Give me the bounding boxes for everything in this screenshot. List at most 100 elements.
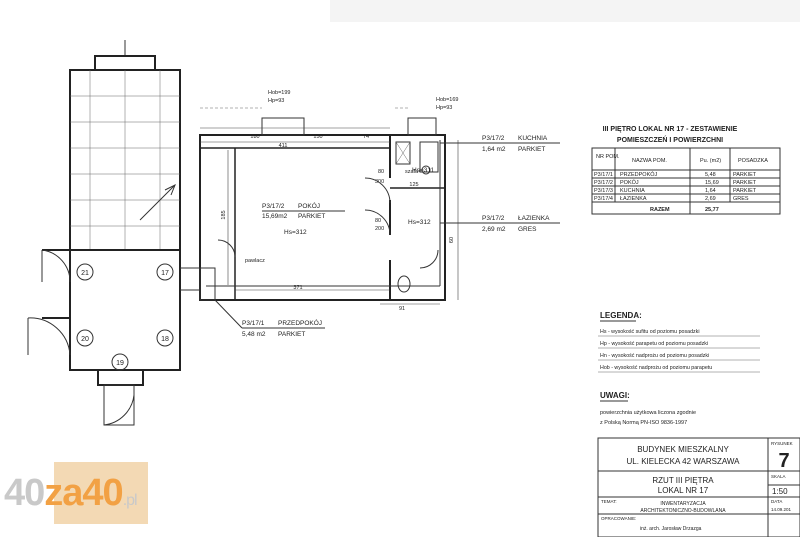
room-code: P3/17/2 bbox=[482, 215, 505, 222]
stair-number: 19 bbox=[116, 360, 124, 367]
window-height-label: Hp=93 bbox=[268, 98, 284, 104]
stair-number: 21 bbox=[81, 270, 89, 277]
notes-title: UWAGI: bbox=[600, 391, 630, 400]
building-name: BUDYNEK MIESZKALNY bbox=[637, 445, 729, 454]
dimension-label: 91 bbox=[399, 306, 405, 312]
room-lazienka: P3/17/2 ŁAZIENKA 2,69 m2 GRES Hs=312 bbox=[408, 215, 560, 233]
topic-label: TEMAT: bbox=[601, 499, 617, 504]
summary-cell: KUCHNIA bbox=[620, 188, 645, 194]
drawing-title: RZUT III PIĘTRA bbox=[652, 476, 714, 485]
window-height-label: Hp=93 bbox=[436, 105, 452, 111]
room-floor: PARKIET bbox=[518, 146, 545, 153]
dimension-label: 125 bbox=[409, 182, 418, 188]
sheet-label: RYSUNEK bbox=[771, 441, 793, 446]
legend-item: Hn - wysokość nadprożu od poziomu posadz… bbox=[600, 353, 709, 359]
topic-line: INWENTARYZACJA bbox=[660, 501, 706, 507]
sheet-number: 7 bbox=[778, 450, 789, 472]
title-block: BUDYNEK MIESZKALNY UL. KIELECKA 42 WARSZ… bbox=[597, 437, 800, 537]
date-value: 14.09.201 bbox=[771, 507, 792, 512]
author-label: OPRACOWANIE: bbox=[601, 516, 636, 521]
summary-cell: 15,69 bbox=[705, 180, 719, 186]
summary-header: Pu. (m2) bbox=[700, 158, 721, 164]
date-label: DATA bbox=[771, 499, 782, 504]
dimension-label: 180 bbox=[250, 134, 259, 140]
summary-cell: P3/17/4 bbox=[594, 196, 613, 202]
dimension-label: 371 bbox=[293, 285, 302, 291]
summary-cell: PRZEDPOKÓJ bbox=[620, 171, 658, 178]
summary-title: III PIĘTRO LOKAL NR 17 - ZESTAWIENIE bbox=[603, 126, 738, 133]
legend-item: Hs - wysokość sufitu od poziomu posadzki bbox=[600, 329, 700, 335]
room-floor: GRES bbox=[518, 226, 537, 233]
room-area: 2,69 m2 bbox=[482, 226, 506, 233]
window-height-label: Hob=199 bbox=[268, 90, 290, 96]
szafa-label: szafa bbox=[405, 169, 419, 175]
room-pokoj: P3/17/2 POKÓJ 15,69m2 PARKIET Hs=312 bbox=[262, 201, 345, 236]
dimension-lines bbox=[200, 107, 459, 305]
summary-cell: P3/17/3 bbox=[594, 188, 613, 194]
room-kuchnia: P3/17/2 KUCHNIA 1,64 m2 PARKIET Hs=311 bbox=[412, 135, 560, 174]
logo-background bbox=[54, 462, 148, 524]
summary-subtitle: POMIESZCZEŃ I POWIERZCHNI bbox=[617, 135, 723, 144]
room-code: P3/17/2 bbox=[482, 135, 505, 142]
room-przedpokoj: P3/17/1 PRZEDPOKÓJ 5,48 m2 PARKIET bbox=[214, 299, 325, 338]
watermark-logo: 40za40.pl bbox=[0, 462, 180, 524]
summary-cell: P3/17/2 bbox=[594, 180, 613, 186]
room-height: Hs=311 bbox=[412, 167, 434, 174]
logo-text: 40za40.pl bbox=[4, 472, 138, 514]
room-code: P3/17/1 bbox=[242, 320, 265, 327]
summary-cell: 2,69 bbox=[705, 196, 716, 202]
room-name: POKÓJ bbox=[298, 201, 320, 210]
summary-cell: PARKIET bbox=[733, 180, 757, 186]
dimension-label: 411 bbox=[279, 143, 288, 149]
dimension-label: 60 bbox=[449, 237, 455, 243]
dimension-label: 80 bbox=[378, 169, 384, 175]
summary-cell: P3/17/1 bbox=[594, 172, 613, 178]
summary-total-label: RAZEM bbox=[650, 207, 670, 213]
room-name: KUCHNIA bbox=[518, 135, 548, 142]
room-name: ŁAZIENKA bbox=[518, 215, 550, 222]
summary-cell: 1,64 bbox=[705, 188, 716, 194]
summary-cell: PARKIET bbox=[733, 188, 757, 194]
notes-line: z Polską Normą PN-ISO 9836-1997 bbox=[600, 420, 687, 426]
notes: UWAGI: powierzchnia użytkowa liczona zgo… bbox=[600, 391, 696, 426]
summary-header: NR POM. bbox=[596, 154, 620, 160]
room-area: 5,48 m2 bbox=[242, 331, 266, 338]
dimension-label: 74 bbox=[363, 134, 369, 140]
room-floor: PARKIET bbox=[278, 331, 305, 338]
legend-title: LEGENDA: bbox=[600, 311, 642, 320]
summary-table: III PIĘTRO LOKAL NR 17 - ZESTAWIENIE POM… bbox=[591, 126, 781, 215]
legend-item: Hob - wysokość nadprożu od poziomu parap… bbox=[600, 365, 712, 371]
summary-total-value: 25,77 bbox=[705, 207, 719, 213]
summary-cell: PARKIET bbox=[733, 172, 757, 178]
room-height: Hs=312 bbox=[284, 229, 307, 236]
stair-number: 20 bbox=[81, 336, 89, 343]
room-area: 1,64 m2 bbox=[482, 146, 506, 153]
drawing-subtitle: LOKAL NR 17 bbox=[658, 486, 709, 495]
room-area: 15,69m2 bbox=[262, 213, 288, 220]
legend: LEGENDA: Hs - wysokość sufitu od poziomu… bbox=[598, 311, 760, 373]
dimension-label: 300 bbox=[375, 179, 384, 185]
room-floor: PARKIET bbox=[298, 213, 325, 220]
dimension-label: 150 bbox=[313, 134, 322, 140]
staircase: 21 17 20 18 19 bbox=[27, 40, 181, 426]
notes-line: powierzchnia użytkowa liczona zgodnie bbox=[600, 410, 696, 416]
apartment-walls bbox=[180, 117, 446, 301]
stair-number: 18 bbox=[161, 336, 169, 343]
summary-cell: 5,48 bbox=[705, 172, 716, 178]
summary-header: POSADZKA bbox=[738, 158, 768, 164]
dimension-label: 200 bbox=[375, 226, 384, 232]
scale-value: 1:50 bbox=[772, 487, 788, 496]
dimension-label: 185 bbox=[221, 210, 227, 219]
room-height: Hs=312 bbox=[408, 219, 431, 226]
top-scan-artifact bbox=[330, 0, 800, 22]
summary-cell: POKÓJ bbox=[620, 179, 639, 186]
building-address: UL. KIELECKA 42 WARSZAWA bbox=[627, 457, 741, 466]
topic-line: ARCHITEKTONICZNO-BUDOWLANA bbox=[640, 508, 726, 514]
summary-header: NAZWA POM. bbox=[632, 158, 667, 164]
room-name: PRZEDPOKÓJ bbox=[278, 318, 322, 327]
summary-cell: ŁAZIENKA bbox=[620, 196, 647, 202]
window-height-label: Hob=169 bbox=[436, 97, 458, 103]
summary-cell: GRES bbox=[733, 196, 749, 202]
author-name: inż. arch. Jarosław Drzazga bbox=[640, 526, 702, 532]
